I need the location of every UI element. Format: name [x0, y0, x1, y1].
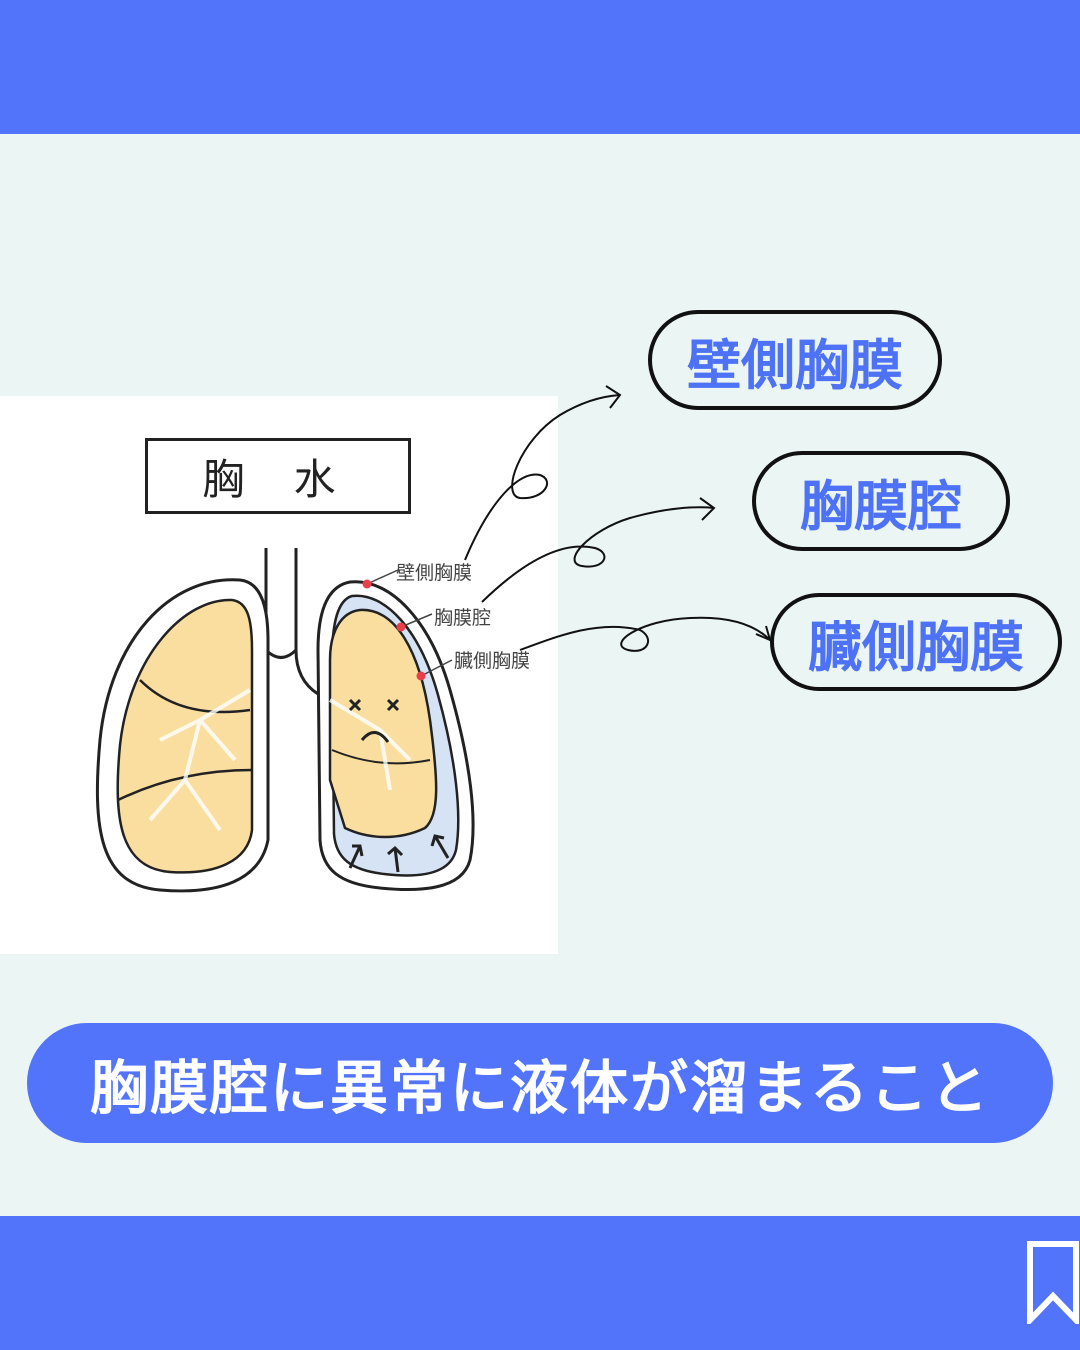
- sad-face: [348, 698, 400, 743]
- bookmark-icon[interactable]: [1026, 1240, 1080, 1324]
- label-markers: [362, 569, 453, 681]
- callout-visceral-pleura: 臓側胸膜: [770, 593, 1062, 691]
- diagram-title: 胸 水: [145, 438, 411, 514]
- callout-pleural-cavity: 胸膜腔: [752, 451, 1010, 551]
- right-lung: [316, 580, 475, 891]
- top-banner: [0, 0, 1080, 134]
- small-label-parietal-pleura: 壁側胸膜: [396, 562, 473, 584]
- caption-banner: 胸膜腔に異常に液体が溜まること: [27, 1023, 1053, 1143]
- left-lung: [95, 578, 270, 893]
- small-label-visceral-pleura: 臓側胸膜: [454, 650, 531, 672]
- connector-arrows: [464, 385, 772, 652]
- small-label-pleural-cavity: 胸膜腔: [434, 607, 492, 629]
- callout-parietal-pleura: 壁側胸膜: [648, 310, 942, 410]
- pressure-arrows: [348, 834, 450, 873]
- bottom-banner: [0, 1216, 1080, 1350]
